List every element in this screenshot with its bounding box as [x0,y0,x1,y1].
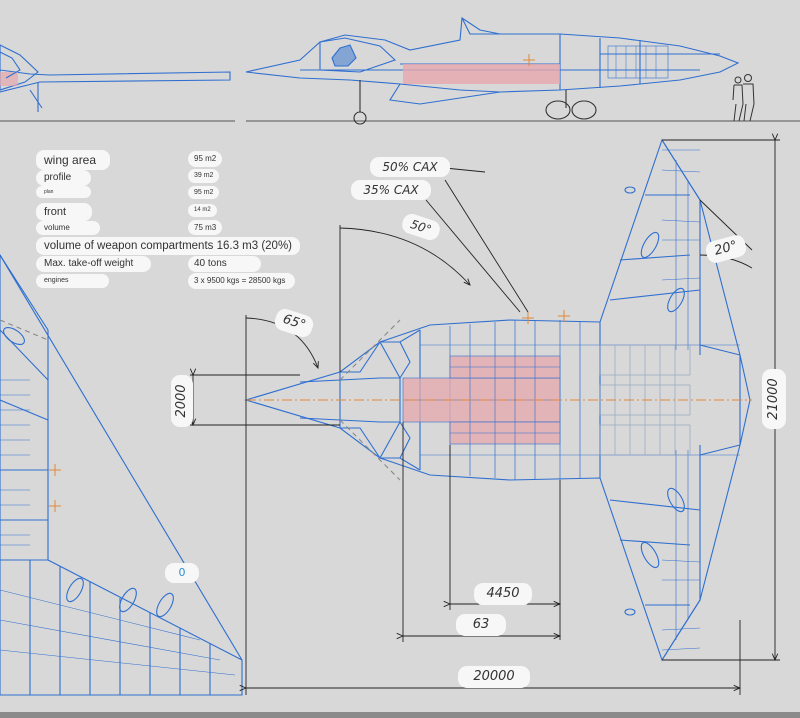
spec-plan-label: plan [36,186,92,198]
spec-front-value: 14 m2 [188,204,217,217]
spec-wing-area-label: wing area [36,150,111,170]
spec-mtow-value: 40 tons [188,256,261,272]
cax-35-label: 35% CAX [351,180,431,200]
spec-volume-value: 75 m3 [188,220,223,235]
spec-front-label: front [36,203,93,221]
left-wing-planform [0,253,243,696]
cax-50-label: 50% CAX [370,157,450,177]
spec-volume-label: volume [36,221,100,235]
dim-4450-label: 4450 [474,583,532,605]
spec-wing-area-value: 95 m2 [188,151,223,167]
dim-20000-label: 20000 [458,666,530,688]
dim-2000-label: 2000 [171,375,193,427]
spec-weapon-label: volume of weapon compartments 16.3 m3 (2… [36,237,301,255]
plan-view [244,138,752,662]
dim-63-label: 63 [456,614,506,636]
dimension-lines [190,140,780,695]
side-view [0,17,800,125]
spec-plan-value: 95 m2 [188,186,220,199]
bottom-scrollbar[interactable] [0,712,800,718]
spec-profile-value: 39 m2 [188,169,220,183]
spec-engines-label: engines [36,274,109,288]
spec-profile-label: profile [36,170,92,186]
dim-21000-label: 21000 [762,369,786,429]
zero-label: 0 [165,563,199,583]
spec-engines-value: 3 x 9500 kgs = 28500 kgs [188,273,296,289]
spec-mtow-label: Max. take-off weight [36,256,152,272]
